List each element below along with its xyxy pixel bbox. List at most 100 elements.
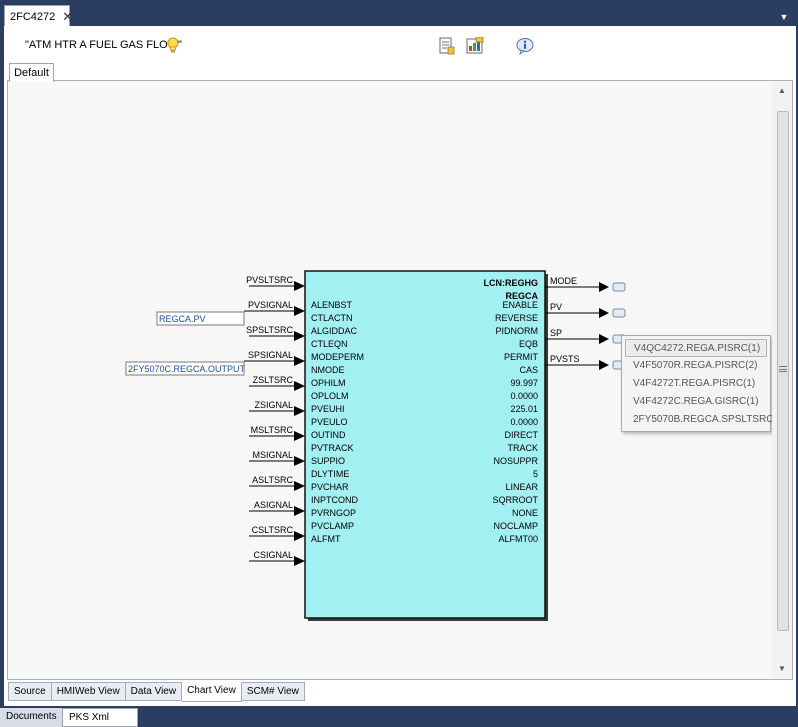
tab-hmiweb-view[interactable]: HMIWeb View [51,682,126,701]
param-value: PERMIT [504,352,539,362]
regca-block[interactable] [304,270,546,619]
page-title: "ATM HTR A FUEL GAS FLOW" [25,39,182,51]
input-arrow-icon[interactable] [294,406,305,416]
function-block-chart: LCN:REGHG REGCA ALENBST ENABLE CTLACTN REVE… [125,270,626,621]
tab-documents[interactable]: Documents [0,708,62,727]
input-arrow-icon[interactable] [294,431,305,441]
block-title-type: LCN:REGHG [484,278,539,288]
input-arrow-icon[interactable] [294,456,305,466]
param-value: 0.0000 [510,391,538,401]
param-value: EQB [519,339,538,349]
output-connector-icon[interactable] [612,282,626,292]
param-name: OPLOLM [311,391,349,401]
param-value: LINEAR [505,482,538,492]
param-value: 0.0000 [510,417,538,427]
input-arrow-icon[interactable] [294,506,305,516]
param-value: CAS [519,365,538,375]
popup-item[interactable]: V4F4272C.REGA.GISRC(1) [633,396,759,407]
input-source-link[interactable]: REGCA.PV [159,314,206,324]
input-source-box[interactable] [156,311,245,326]
tab-data-view[interactable]: Data View [125,682,183,701]
chart-properties-icon[interactable] [466,37,484,55]
lightbulb-icon[interactable] [166,37,180,55]
info-icon[interactable] [516,37,534,55]
output-arrow-icon[interactable] [599,308,609,318]
scroll-down-icon[interactable]: ▼ [778,664,786,673]
param-name: OPHILM [311,378,346,388]
input-source-box[interactable] [125,361,245,376]
input-pin-label: SPSIGNAL [248,350,293,360]
input-arrow-icon[interactable] [294,556,305,566]
input-arrow-icon[interactable] [294,331,305,341]
param-name: CTLACTN [311,313,353,323]
popup-item[interactable]: V4F5070R.REGA.PISRC(2) [633,360,758,371]
document-tab-2fc4272[interactable]: 2FC4272 ✕ [4,5,74,27]
popup-item[interactable]: V4F4272T.REGA.PISRC(1) [633,378,756,389]
block-title-name: REGCA [505,291,538,301]
input-arrow-icon[interactable] [294,306,305,316]
input-pin-label: ASLTSRC [252,475,293,485]
param-name: INPTCOND [311,495,359,505]
output-arrow-icon[interactable] [599,360,609,370]
notes-icon[interactable] [438,37,456,55]
input-arrow-icon[interactable] [294,531,305,541]
output-pin-label: PV [550,302,562,312]
close-icon[interactable]: ✕ [62,9,74,24]
status-strip: Documents PKS Xml View [0,706,798,727]
output-pin-label: MODE [550,276,577,286]
param-name: PVEULO [311,417,348,427]
param-name: OUTIND [311,430,346,440]
chevron-down-icon[interactable]: ▼ [779,12,789,22]
param-name: PVEUHI [311,404,345,414]
input-pin-label: SPSLTSRC [246,325,293,335]
input-source-link[interactable]: 2FY5070C.REGCA.OUTPUT [128,364,246,374]
tab-chart-view[interactable]: Chart View [182,682,242,702]
param-name: PVCHAR [311,482,349,492]
param-name: MODEPERM [311,352,364,362]
output-arrow-icon[interactable] [599,334,609,344]
param-name: SUPPIO [311,456,345,466]
param-value: REVERSE [495,313,538,323]
input-pin-label: CSLTSRC [252,525,294,535]
input-pin-label: PVSIGNAL [248,300,293,310]
input-arrow-icon[interactable] [294,281,305,291]
param-name: DLYTIME [311,469,349,479]
param-value: ALFMT00 [498,534,538,544]
param-name: ALENBST [311,300,353,310]
param-value: NOSUPPR [493,456,538,466]
input-pin-label: MSIGNAL [252,450,293,460]
param-value: 225.01 [510,404,538,414]
tab-pks-xml-view[interactable]: PKS Xml View [62,708,138,727]
input-pin-label: ZSLTSRC [253,375,294,385]
param-value: 99.997 [510,378,538,388]
vertical-scrollbar[interactable]: ▲ ▼ [772,81,792,679]
input-arrow-icon[interactable] [294,356,305,366]
chart-canvas: LCN:REGHG REGCA ALENBST ENABLE CTLACTN REVE… [7,80,793,680]
input-pin-label: ASIGNAL [254,500,293,510]
tab-source[interactable]: Source [8,682,52,701]
output-arrow-icon[interactable] [599,282,609,292]
popup-item[interactable]: V4QC4272.REGA.PISRC(1) [625,339,767,357]
scroll-up-icon[interactable]: ▲ [778,86,786,95]
param-name: NMODE [311,365,345,375]
popup-item[interactable]: 2FY5070B.REGCA.SPSLTSRC [633,414,774,425]
param-value: ENABLE [502,300,538,310]
input-pins: PVSLTSRC PVSIGNAL REGCA.PV SPSLTSRC SPSIGNAL… [125,275,305,566]
input-arrow-icon[interactable] [294,481,305,491]
tab-default[interactable]: Default [9,63,54,82]
output-pin-label: SP [550,328,562,338]
input-pin-label: CSIGNAL [253,550,293,560]
input-arrow-icon[interactable] [294,381,305,391]
input-pin-label: PVSLTSRC [246,275,293,285]
output-connector-icon[interactable] [612,308,626,318]
tab-scm-view[interactable]: SCM# View [241,682,305,701]
param-name: ALGIDDAC [311,326,358,336]
param-value: 5 [533,469,538,479]
param-name: PVTRACK [311,443,354,453]
scroll-thumb[interactable] [777,111,789,631]
param-value: TRACK [507,443,538,453]
connection-popup-list: V4QC4272.REGA.PISRC(1) V4F5070R.REGA.PISR… [621,335,774,432]
